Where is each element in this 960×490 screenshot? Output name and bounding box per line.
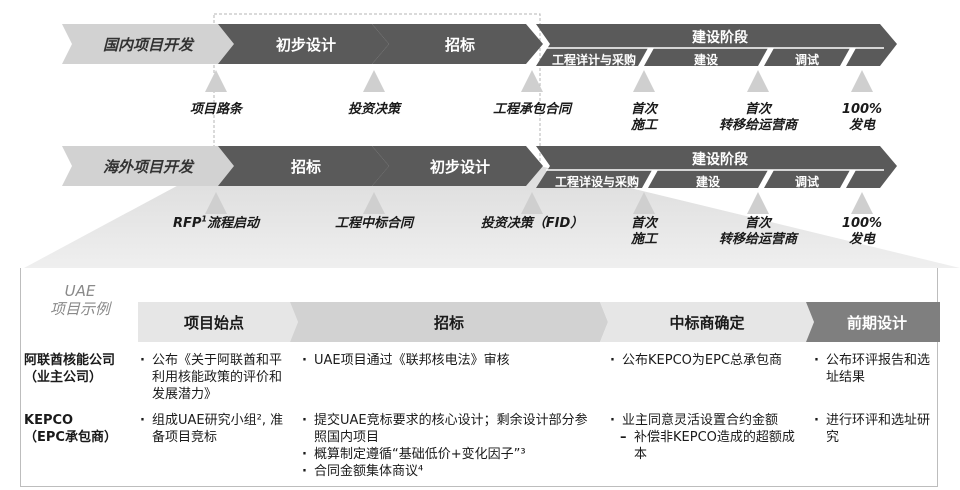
domestic-milestone-4-marker (633, 70, 655, 92)
domestic-milestone-4: 首次施工 (630, 102, 657, 133)
overseas-milestone-5-marker (747, 192, 769, 214)
row-label-kepco: KEPCO（EPC承包商） (24, 413, 117, 445)
domestic-sub-divider-2 (758, 48, 774, 66)
header-4-bg (806, 302, 940, 342)
overseas-phase-2-label: 初步设计 (429, 158, 490, 176)
domestic-milestone-5-marker (747, 70, 769, 92)
bullet: 公布KEPCO为EPC总承包商 (608, 352, 794, 369)
header-bar (138, 302, 940, 342)
overseas-milestone-1-marker (205, 192, 227, 214)
bullet: 业主同意灵活设置合约金额 (608, 412, 798, 429)
domestic-construction-title: 建设阶段 (692, 30, 748, 46)
funnel-connector (24, 166, 960, 268)
overseas-milestone-3: 投资决策（FID） (480, 216, 584, 231)
domestic-milestone-3-marker (521, 70, 543, 92)
overseas-label: 海外项目开发 (102, 158, 193, 176)
domestic-milestone-5: 首次转移给运营商 (718, 102, 797, 133)
domestic-row (62, 24, 897, 92)
overseas-milestone-4: 首次施工 (630, 216, 657, 247)
overseas-label-chevron (62, 146, 238, 186)
domestic-sub-divider-1 (638, 48, 654, 66)
bullet: 公布《关于阿联酋和平利用核能政策的评价和发展潜力》 (138, 352, 288, 403)
domestic-sub-divider-3 (840, 48, 856, 66)
overseas-sub-2: 建设 (695, 175, 720, 189)
domestic-sub-2: 建设 (693, 53, 718, 67)
overseas-milestone-4-marker (633, 192, 655, 214)
overseas-milestone-6-marker (851, 192, 873, 214)
cell-owner-bidding: UAE项目通过《联邦核电法》审核 (300, 352, 600, 369)
domestic-milestone-3: 工程承包合同 (492, 102, 571, 117)
cell-kepco-winner: 业主同意灵活设置合约金额 补偿非KEPCO造成的超额成本 (608, 412, 798, 463)
overseas-milestone-2: 工程中标合同 (334, 216, 413, 231)
domestic-label: 国内项目开发 (102, 36, 193, 54)
cell-kepco-start: 组成UAE研究小组², 准备项目竞标 (138, 412, 296, 446)
overseas-phase-2-chevron (372, 146, 543, 186)
overseas-sub-divider-2 (758, 170, 774, 188)
domestic-milestone-6: 100%发电 (841, 102, 883, 133)
overseas-milestone-6: 100%发电 (841, 216, 883, 247)
overseas-construction-title: 建设阶段 (692, 152, 748, 168)
overseas-milestone-2-marker (363, 192, 385, 214)
overseas-sub-divider-3 (840, 170, 856, 188)
domestic-milestone-1-marker (205, 70, 227, 92)
cell-owner-design: 公布环评报告和选址结果 (812, 352, 940, 386)
header-3-bg (600, 302, 814, 342)
header-2-bg (290, 302, 608, 342)
overseas-construction-bar (536, 146, 897, 188)
header-1-bg (138, 302, 298, 342)
overseas-milestone-3-marker (521, 192, 543, 214)
header-pre-design: 前期设计 (846, 313, 907, 332)
overseas-sub-1: 工程详设与采购 (554, 175, 639, 189)
bullet: UAE项目通过《联邦核电法》审核 (300, 352, 600, 369)
bullet: 进行环评和选址研究 (812, 412, 940, 446)
header-project-start: 项目始点 (183, 313, 244, 332)
overseas-milestone-1: RFP1流程启动 (172, 214, 259, 231)
domestic-sub-1: 工程详计与采购 (551, 53, 636, 67)
overseas-row (62, 146, 897, 214)
bullet: 公布环评报告和选址结果 (812, 352, 940, 386)
domestic-phase-2-chevron (372, 24, 543, 64)
domestic-phase-1-label: 初步设计 (275, 36, 336, 54)
domestic-milestone-2-marker (363, 70, 385, 92)
domestic-label-chevron (62, 24, 238, 64)
domestic-construction-bar (536, 24, 897, 66)
sub-bullet: 补偿非KEPCO造成的超额成本 (608, 429, 798, 463)
overseas-sub-divider-1 (642, 170, 658, 188)
domestic-phase-1-chevron (218, 24, 389, 64)
bullet: 提交UAE竞标要求的核心设计；剩余设计部分参照国内项目 (300, 412, 600, 446)
overseas-milestone-5: 首次转移给运营商 (718, 216, 797, 247)
cell-kepco-bidding: 提交UAE竞标要求的核心设计；剩余设计部分参照国内项目 概算制定遵循“基础低价+… (300, 412, 600, 480)
overseas-phase-1-chevron (218, 146, 389, 186)
domestic-sub-3: 调试 (794, 53, 819, 67)
header-winner-confirmed: 中标商确定 (669, 313, 745, 332)
overseas-sub-3: 调试 (794, 175, 819, 189)
domestic-milestone-1: 项目路条 (189, 102, 242, 117)
header-bidding: 招标 (433, 313, 464, 332)
cell-kepco-design: 进行环评和选址研究 (812, 412, 940, 446)
domestic-phase-2-label: 招标 (444, 36, 475, 54)
cell-owner-winner: 公布KEPCO为EPC总承包商 (608, 352, 794, 369)
timeline-diagram (24, 13, 960, 268)
bullet: 组成UAE研究小组², 准备项目竞标 (138, 412, 296, 446)
domestic-milestone-2: 投资决策 (347, 102, 400, 117)
overseas-phase-1-label: 招标 (290, 158, 321, 176)
domestic-milestone-6-marker (851, 70, 873, 92)
bullet: 概算制定遵循“基础低价+变化因子”³ (300, 446, 600, 463)
row-label-owner: 阿联酋核能公司（业主公司） (24, 353, 116, 385)
bullet: 合同金额集体商议⁴ (300, 463, 600, 480)
cell-owner-start: 公布《关于阿联酋和平利用核能政策的评价和发展潜力》 (138, 352, 288, 403)
